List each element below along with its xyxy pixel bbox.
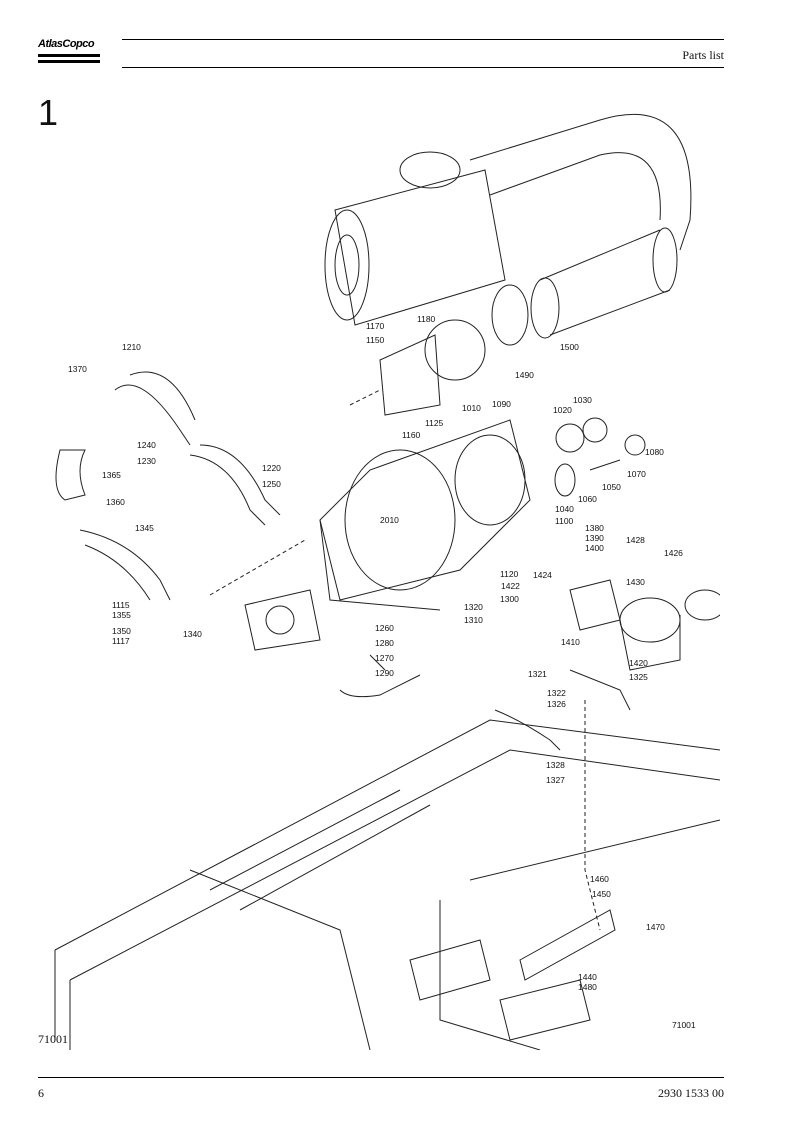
air-filter-end [324,209,370,321]
callout-1328: 1328 [546,760,565,770]
oil-filter-1 [619,597,681,643]
callout-1322: 1322 [547,688,566,698]
inlet-valve-housing [424,319,486,381]
callout-1150: 1150 [366,335,385,345]
callout-1250: 1250 [262,479,281,489]
callout-1310: 1310 [464,615,483,625]
callout-1460: 1460 [590,874,609,884]
frame-box [409,939,491,1001]
bearing-ring [554,463,576,497]
logo-bar-1 [38,54,100,57]
inlet-hose-lower [79,529,171,601]
callout-1424: 1424 [533,570,552,580]
callout-1210: 1210 [122,342,141,352]
header-rule-bottom [122,67,724,68]
exploded-parts-drawing: 1210 1370 1240 1230 1365 1360 1345 1115 … [54,113,720,1050]
callout-1420: 1420 [629,658,648,668]
drawing-inner-code: 71001 [672,1020,696,1030]
callout-1080: 1080 [645,447,664,457]
callout-1345: 1345 [135,523,154,533]
callout-1400: 1400 [585,543,604,553]
callout-labels: 1210 1370 1240 1230 1365 1360 1345 1115 … [68,314,696,1030]
callout-1430: 1430 [626,577,645,587]
compressor-element [319,419,531,601]
callout-1170: 1170 [366,321,385,331]
section-number: 1 [38,92,59,133]
callout-1370: 1370 [68,364,87,374]
callout-1500: 1500 [560,342,579,352]
base-frame [54,719,720,951]
elbow-hose [55,449,86,501]
callout-1390: 1390 [585,533,604,543]
oil-stop-valve [244,589,321,651]
callout-1300: 1300 [500,594,519,604]
callout-1350: 1350 [112,626,131,636]
callout-1440: 1440 [578,972,597,982]
callout-1260: 1260 [375,623,394,633]
air-filter-body [334,169,506,326]
callout-1125: 1125 [425,418,444,428]
callout-1470: 1470 [646,922,665,932]
callout-1240: 1240 [137,440,156,450]
callout-1060: 1060 [578,494,597,504]
callout-1326: 1326 [547,699,566,709]
cooler-pipe [339,674,421,698]
callout-1325: 1325 [629,672,648,682]
callout-1327: 1327 [546,775,565,785]
callout-1490: 1490 [515,370,534,380]
callout-1220: 1220 [262,463,281,473]
header-rule-top [122,39,724,40]
intake-duct-lower [539,229,661,281]
callout-1120: 1120 [500,569,519,579]
callout-1115: 1115 [112,600,130,610]
air-filter-cap [399,151,461,189]
logo-wordmark: AtlasCopco [38,38,95,50]
oil-pipe [494,709,561,751]
drawing-number: 71001 [38,1032,68,1046]
inlet-hose-upper [114,384,191,446]
inlet-hose-mid [189,454,266,526]
callout-1380: 1380 [585,523,604,533]
callout-1100: 1100 [555,516,574,526]
callout-1321: 1321 [528,669,547,679]
callout-1030: 1030 [573,395,592,405]
callout-1290: 1290 [375,668,394,678]
callout-1270: 1270 [375,653,394,663]
callout-2010: 2010 [380,515,399,525]
callout-1450: 1450 [592,889,611,899]
logo-bar-2 [38,60,100,63]
callout-1340: 1340 [183,629,202,639]
seal-cover [624,434,646,456]
footer-rule [38,1077,724,1078]
callout-1160: 1160 [402,430,421,440]
callout-1320: 1320 [464,602,483,612]
callout-1117: 1117 [112,636,130,646]
callout-1422: 1422 [501,581,520,591]
callout-1040: 1040 [555,504,574,514]
callout-1360: 1360 [106,497,125,507]
callout-1280: 1280 [375,638,394,648]
intake-duct-upper [469,113,692,251]
callout-1428: 1428 [626,535,645,545]
page-header-title: Parts list [682,48,724,62]
atlas-copco-logo: AtlasCopco [38,32,100,68]
gear [555,423,585,453]
page-number: 6 [38,1086,44,1100]
mount-bracket [519,909,616,981]
callout-1050: 1050 [602,482,621,492]
callout-1070: 1070 [627,469,646,479]
callout-1010: 1010 [462,403,481,413]
callout-1020: 1020 [553,405,572,415]
document-number: 2930 1533 00 [658,1086,724,1100]
callout-1230: 1230 [137,456,156,466]
callout-1355: 1355 [112,610,131,620]
callout-1365: 1365 [102,470,121,480]
callout-1090: 1090 [492,399,511,409]
hose-clamp [491,284,529,346]
callout-1180: 1180 [417,314,436,324]
oil-filter-2 [684,589,720,621]
callout-1426: 1426 [664,548,683,558]
callout-1410: 1410 [561,637,580,647]
callout-1480: 1480 [578,982,597,992]
